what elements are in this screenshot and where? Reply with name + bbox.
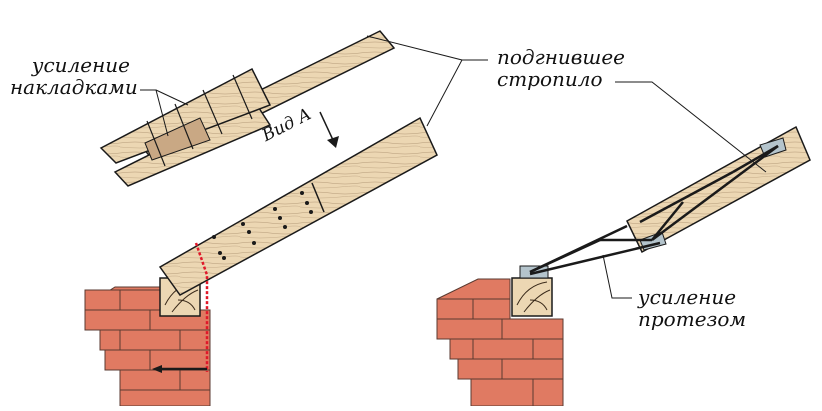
label-line: накладками <box>10 75 138 99</box>
label-line: усиление <box>638 285 737 309</box>
bolt <box>202 89 223 135</box>
nail-dots <box>212 191 313 260</box>
wall-plate-beam-right <box>511 277 553 317</box>
left-side-assembly <box>84 35 488 407</box>
end-grain-right <box>516 281 551 313</box>
leader-prosthesis <box>602 254 632 299</box>
leader-overlay-2 <box>155 89 189 106</box>
leader-rotten-right <box>615 81 767 173</box>
overlay-view-group <box>99 30 396 187</box>
label-line: подгнившее <box>497 45 626 69</box>
anchor-arrow-icon <box>152 365 162 373</box>
tension-rods <box>529 144 779 276</box>
label-line: протезом <box>638 307 747 331</box>
rafter-core <box>144 117 211 161</box>
rafter-side-view <box>158 116 438 296</box>
bolt <box>146 120 166 167</box>
brick-wall-right <box>436 278 564 407</box>
overlay-board-upper <box>99 67 272 164</box>
bolts <box>146 74 253 167</box>
bolt <box>232 74 253 120</box>
view-arrow-head-icon <box>327 136 339 148</box>
cut-line <box>194 242 209 372</box>
label-line: усиление <box>31 53 130 77</box>
label-line: стропило <box>497 67 603 91</box>
label-prosthesis-reinforcement: усиление протезом <box>638 286 746 330</box>
label-overlay-reinforcement: усиление накладками <box>10 53 138 99</box>
splice-joint <box>311 182 325 213</box>
view-arrow-shaft <box>319 111 334 141</box>
right-side-assembly <box>436 81 811 407</box>
bolt <box>174 103 194 150</box>
brick-wall-left <box>84 286 211 407</box>
label-rotten-rafter: подгнившее стропило <box>497 46 625 90</box>
